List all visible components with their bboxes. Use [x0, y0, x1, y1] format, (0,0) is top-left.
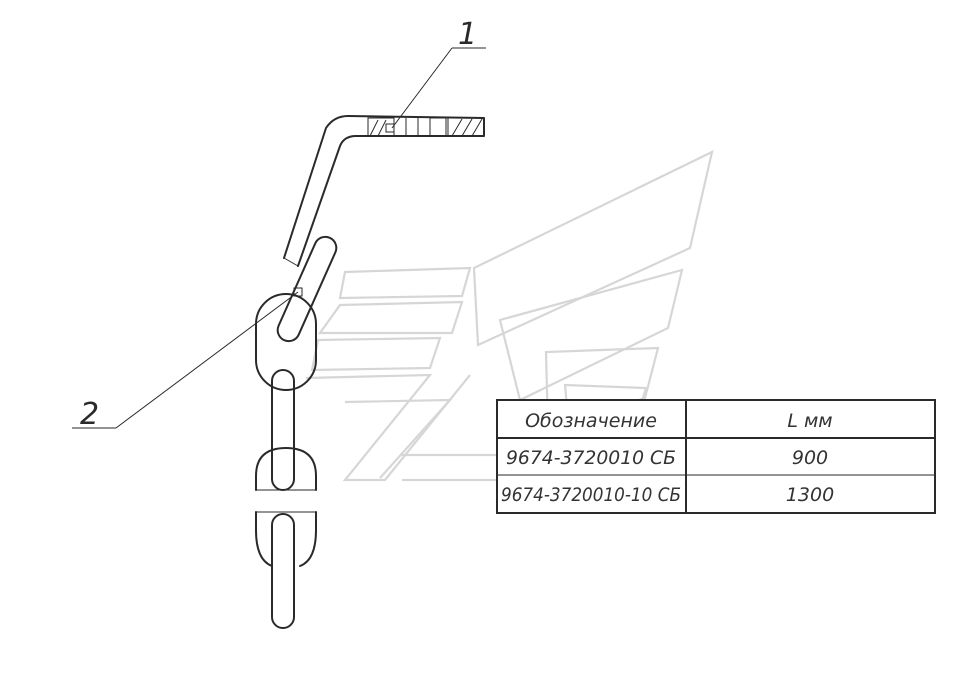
table-header-length: L мм	[787, 410, 832, 432]
bracket-part-1	[283, 115, 485, 267]
table-cell-length: 1300	[786, 484, 834, 506]
callout-leader-1	[391, 47, 486, 129]
variants-table: Обозначение L мм 9674-3720010 СБ 900 967…	[496, 399, 936, 514]
table-cell-length: 900	[792, 447, 828, 469]
table-cell-designation: 9674-3720010 СБ	[506, 447, 676, 469]
table-cell-designation: 9674-3720010-10 СБ	[501, 484, 681, 506]
chain-part-2	[255, 235, 338, 629]
callout-2-number: 2	[80, 397, 99, 432]
table-header-designation: Обозначение	[525, 410, 657, 432]
callout-leader-2	[72, 291, 299, 429]
watermark-logo	[305, 150, 714, 482]
callout-1-number: 1	[458, 17, 477, 52]
